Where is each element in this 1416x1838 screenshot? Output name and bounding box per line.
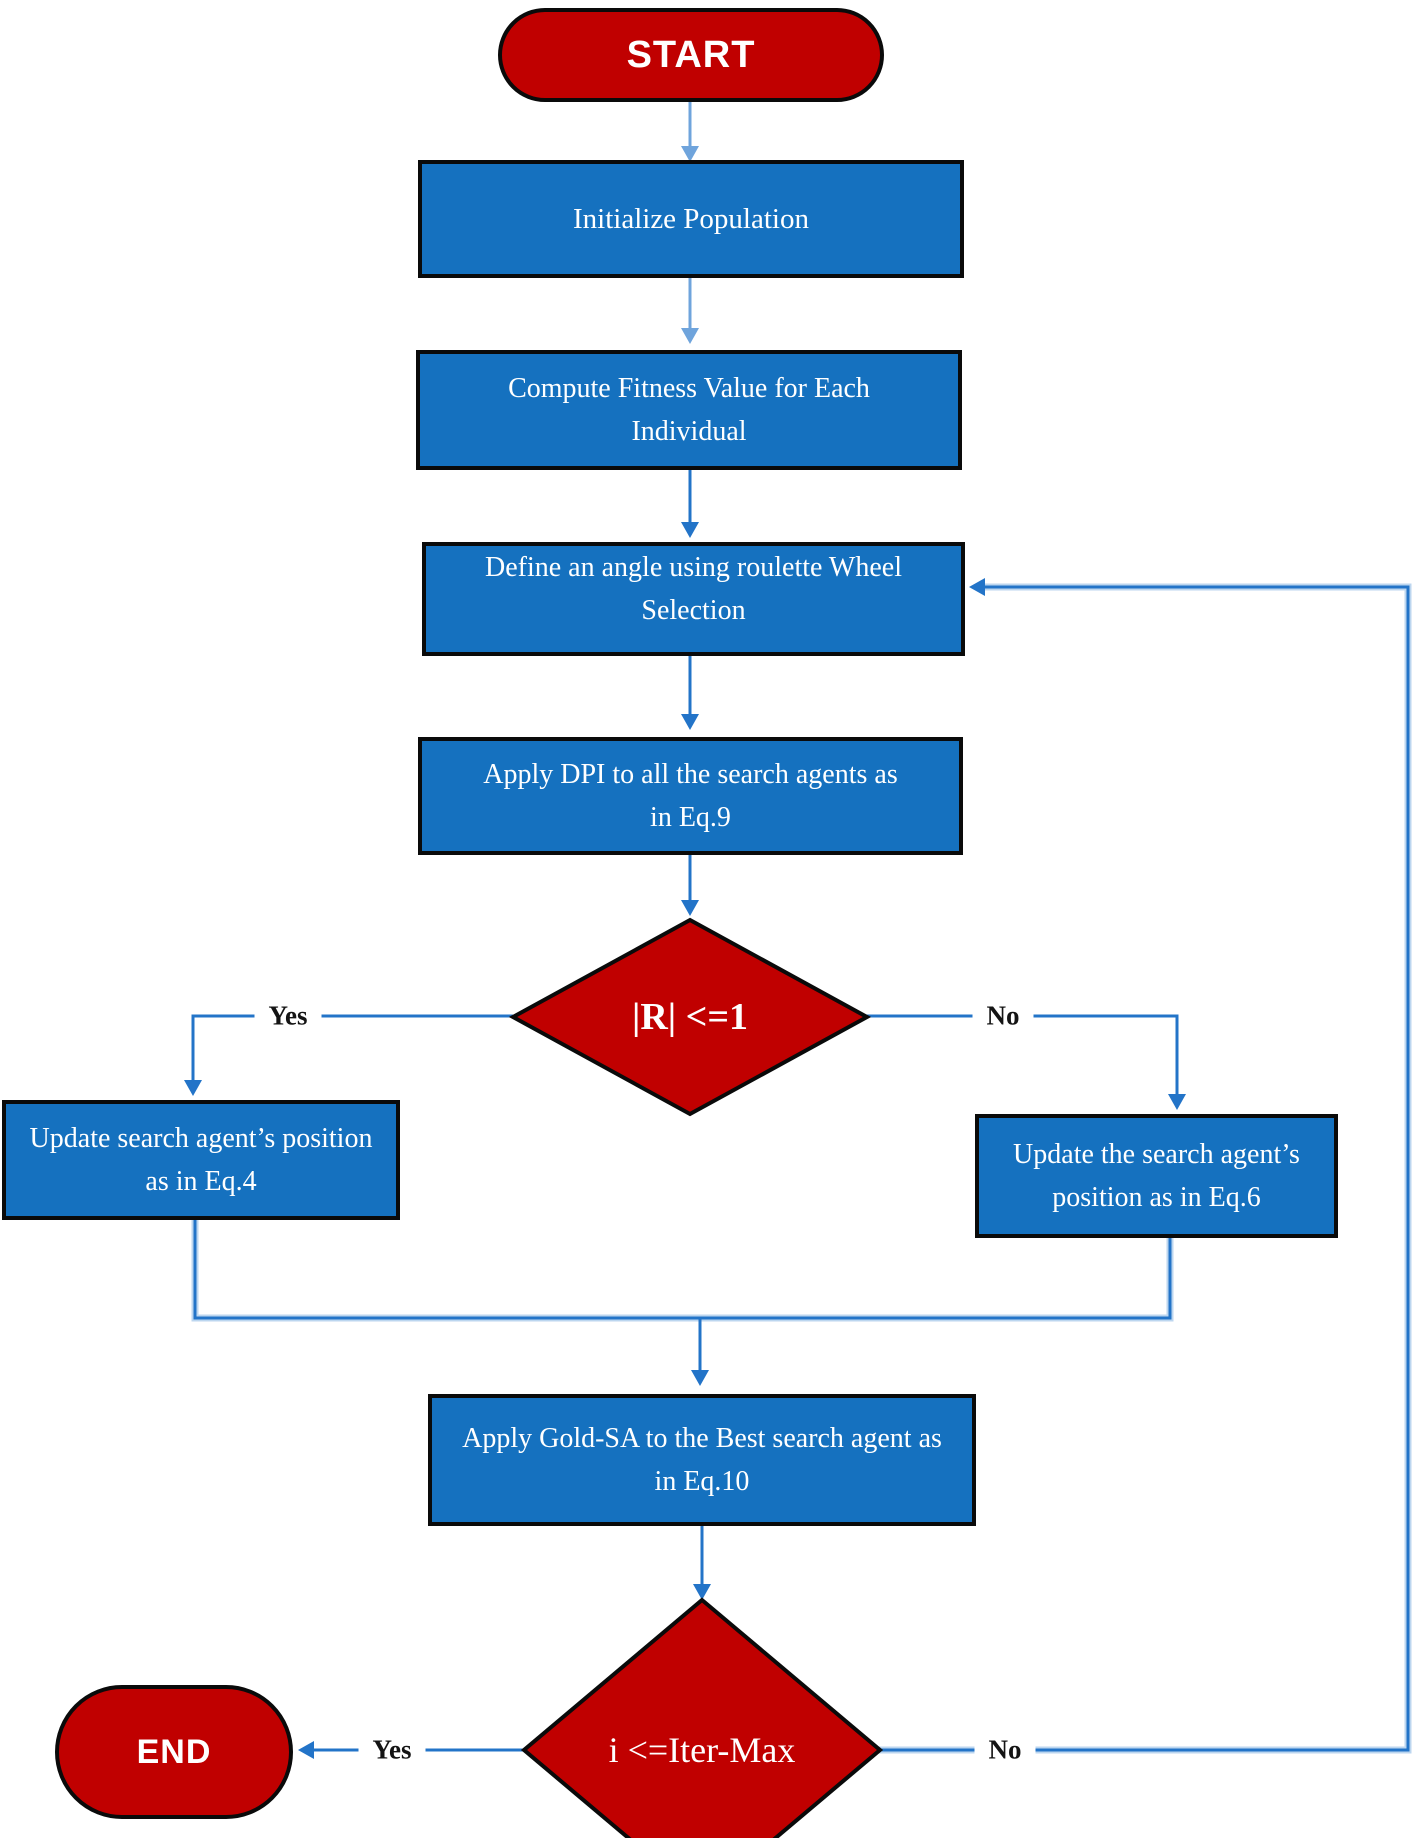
- arrowhead-goldsa-decision-iter: [693, 1584, 711, 1600]
- arrowhead-merge-goldsa: [691, 1370, 709, 1386]
- apply-dpi-label: Apply DPI to all the search agents as in…: [483, 758, 898, 833]
- process-gold-sa: Apply Gold-SA to the Best search agent a…: [428, 1394, 976, 1526]
- end-label: END: [136, 1732, 212, 1771]
- update-eq4-label: Update search agent’s position as in Eq.…: [29, 1122, 373, 1197]
- process-apply-dpi: Apply DPI to all the search agents as in…: [418, 737, 963, 855]
- branch-label-r-no: No: [972, 998, 1034, 1034]
- compute-label: Compute Fitness Value for Each Individua…: [508, 372, 870, 447]
- edge-merge: [193, 1220, 1172, 1320]
- branch-label-iter-no: No: [974, 1732, 1036, 1768]
- arrowhead-iter-no-loop: [969, 578, 985, 596]
- arrowhead-define-applydpi: [681, 714, 699, 730]
- process-define-angle: Define an angle using roulette Wheel Sel…: [422, 542, 965, 656]
- process-update-eq4: Update search agent’s position as in Eq.…: [2, 1100, 400, 1220]
- edge-iter-no-loop: [878, 585, 1410, 1752]
- define-label: Define an angle using roulette Wheel Sel…: [485, 551, 902, 626]
- decision-r-label: |R| <=1: [632, 996, 748, 1038]
- start-terminal: START: [498, 8, 884, 102]
- arrowhead-start-initialize: [681, 146, 699, 162]
- decision-iter-diamond: [520, 1597, 884, 1838]
- edge-r-no: [866, 1014, 1179, 1096]
- end-terminal: END: [55, 1685, 293, 1819]
- arrowhead-r-yes: [184, 1080, 202, 1096]
- gold-sa-label: Apply Gold-SA to the Best search agent a…: [462, 1422, 942, 1497]
- arrowhead-initialize-compute: [681, 328, 699, 344]
- arrowhead-iter-yes: [298, 1741, 314, 1759]
- arrowhead-applydpi-decision-r: [681, 900, 699, 916]
- branch-label-iter-yes: Yes: [358, 1732, 426, 1768]
- process-compute-fitness: Compute Fitness Value for Each Individua…: [416, 350, 962, 470]
- decision-r-diamond: [508, 917, 872, 1117]
- branch-label-r-yes: Yes: [254, 998, 322, 1034]
- update-eq6-label: Update the search agent’s position as in…: [1013, 1138, 1300, 1213]
- decision-iter-label: i <=Iter-Max: [608, 1730, 796, 1770]
- arrowhead-compute-define: [681, 522, 699, 538]
- process-initialize-population: Initialize Population: [418, 160, 964, 278]
- start-label: START: [626, 33, 756, 76]
- initialize-label: Initialize Population: [573, 202, 809, 235]
- arrowhead-r-no: [1168, 1094, 1186, 1110]
- process-update-eq6: Update the search agent’s position as in…: [975, 1114, 1338, 1238]
- edges: [184, 100, 1412, 1759]
- edge-r-yes: [191, 1014, 513, 1082]
